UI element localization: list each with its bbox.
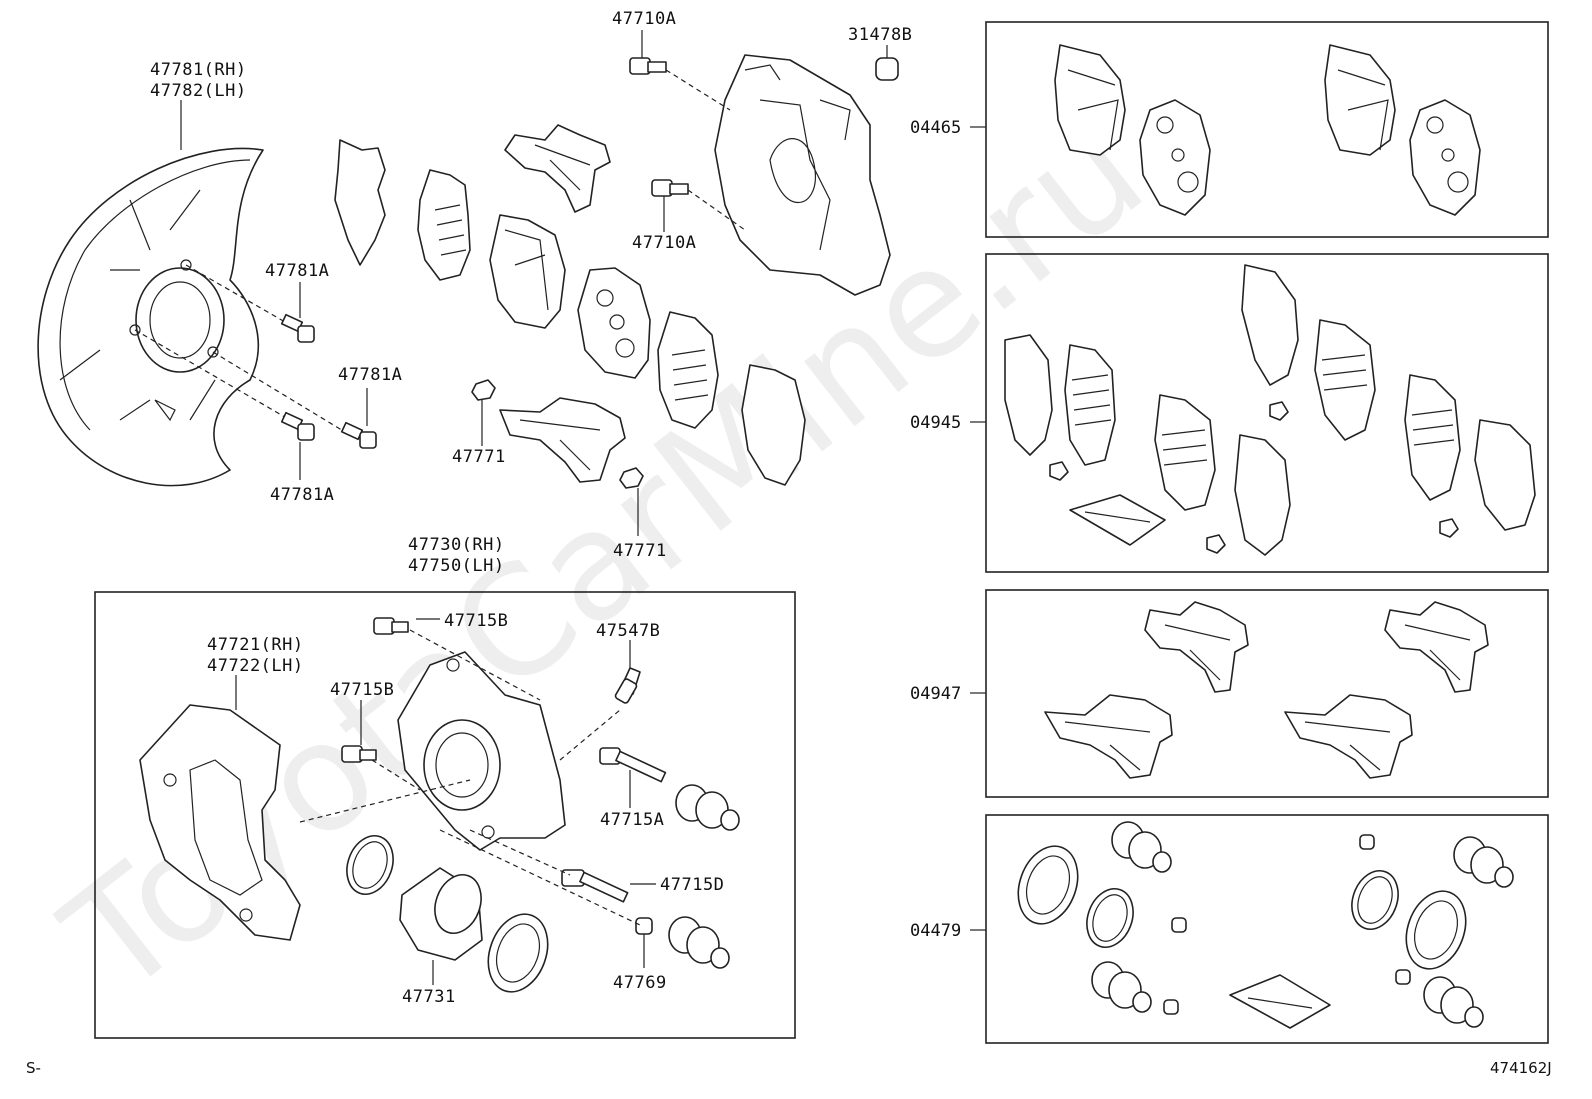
bolt-47715B-lower[interactable] (341, 745, 377, 763)
bushing-31478B[interactable] (875, 57, 899, 81)
label-47781A-1: 47781A (265, 261, 329, 281)
shim-part-lower[interactable] (741, 364, 806, 486)
bleeder-47547B[interactable] (614, 667, 641, 704)
label-47710A-1: 47710A (612, 9, 676, 29)
piston-47731[interactable] (399, 867, 489, 961)
label-47715D: 47715D (660, 875, 724, 895)
caliper-cylinder-part[interactable] (397, 651, 566, 851)
label-47730-rh: 47730(RH) (408, 535, 505, 555)
kit-code-04947: 04947 (910, 684, 961, 704)
dust-shield-part[interactable] (37, 147, 264, 487)
bolt-47710A-upper[interactable] (629, 57, 667, 75)
pin-47715D[interactable] (561, 869, 629, 903)
bolt-47710A-lower[interactable] (651, 179, 689, 197)
label-47781A-2: 47781A (338, 365, 402, 385)
kit-box-04945 (985, 253, 1549, 573)
bolt-47781A-lower[interactable] (280, 411, 315, 441)
footer-left: S- (26, 1059, 41, 1077)
brake-pad-part[interactable] (489, 214, 566, 329)
label-47715A: 47715A (600, 810, 664, 830)
kit-04947-support-plates[interactable] (1044, 601, 1489, 779)
label-47710A-2: 47710A (632, 233, 696, 253)
footer-code: 474162J (1490, 1059, 1552, 1077)
label-47771-2: 47771 (613, 541, 667, 561)
caliper-bracket-part[interactable] (139, 704, 301, 941)
cap-47769[interactable] (635, 917, 653, 935)
label-47781A-3: 47781A (270, 485, 334, 505)
label-47715B-1: 47715B (444, 611, 508, 631)
label-47771-1: 47771 (452, 447, 506, 467)
kit-04465-pads[interactable] (1054, 44, 1481, 216)
label-47731: 47731 (402, 987, 456, 1007)
piston-boot-ring[interactable] (478, 906, 558, 1000)
pad-backing-part[interactable] (577, 267, 651, 379)
label-47750-lh: 47750(LH) (408, 556, 505, 576)
label-47769: 47769 (613, 973, 667, 993)
label-47715B-2: 47715B (330, 680, 394, 700)
kit-04945-shims[interactable] (1004, 264, 1536, 556)
label-47782-lh: 47782(LH) (150, 81, 247, 101)
kit-04479-seals-boots[interactable] (1008, 821, 1514, 1029)
caliper-assembly-box (94, 591, 796, 1039)
piston-seal-ring[interactable] (339, 829, 401, 900)
clip-47771-lower[interactable] (619, 467, 644, 489)
outer-shim-part[interactable] (334, 139, 386, 266)
boot-upper[interactable] (675, 784, 740, 831)
kit-code-04945: 04945 (910, 413, 961, 433)
label-47547B: 47547B (596, 621, 660, 641)
label-31478B: 31478B (848, 25, 912, 45)
inner-shim-part[interactable] (657, 311, 719, 429)
boot-lower[interactable] (668, 916, 730, 969)
kit-code-04479: 04479 (910, 921, 961, 941)
support-plate-lower[interactable] (499, 397, 626, 483)
bolt-47781A-middle[interactable] (340, 421, 377, 449)
kit-box-04479 (985, 814, 1549, 1044)
label-47721-rh: 47721(RH) (207, 635, 304, 655)
kit-box-04465 (985, 21, 1549, 238)
bolt-47715B-upper[interactable] (373, 617, 409, 635)
label-47781-rh: 47781(RH) (150, 60, 247, 80)
bolt-47781A-upper[interactable] (280, 313, 315, 343)
kit-code-04465: 04465 (910, 118, 961, 138)
pin-47715A[interactable] (599, 747, 667, 783)
label-47722-lh: 47722(LH) (207, 656, 304, 676)
support-plate-upper[interactable] (504, 124, 611, 213)
caliper-body-upper[interactable] (714, 54, 891, 296)
pad-shim-part[interactable] (417, 169, 471, 281)
clip-47771-upper[interactable] (471, 379, 496, 401)
